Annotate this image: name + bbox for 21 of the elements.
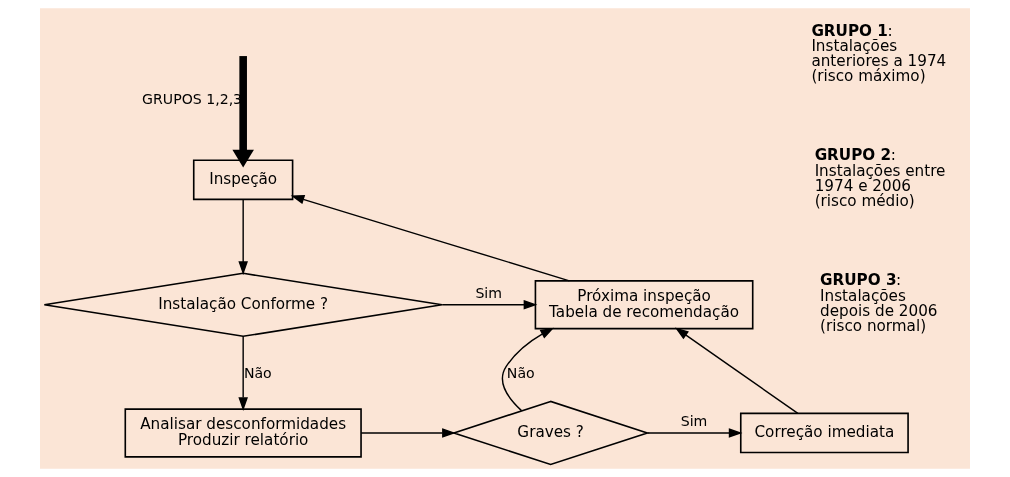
edge-label: Sim <box>475 284 503 301</box>
arrow <box>238 335 248 411</box>
edge-label: Sim <box>680 412 708 429</box>
node-box: Próxima inspeção Tabela de recomendação <box>534 280 754 330</box>
node-box: Correção imediata <box>739 412 909 454</box>
arrow <box>501 327 555 412</box>
arrow <box>441 299 538 310</box>
arrow <box>290 194 571 282</box>
arrow <box>360 428 456 438</box>
label: GRUPO 3: Instalações depois de 2006 (risco normal) <box>820 271 938 336</box>
node-diamond: Graves ? <box>451 400 650 466</box>
label: GRUPO 1: Instalações anteriores a 1974 (risco máximo) <box>811 21 947 86</box>
edge-label: Não <box>243 365 272 381</box>
arrow <box>646 428 743 438</box>
node-box: Inspeção <box>192 159 294 201</box>
label: GRUPO 2: Instalações entre 1974 e 2006 (risco médio) <box>814 146 946 211</box>
edge-label: Não <box>506 365 535 381</box>
node-diamond: Instalação Conforme ? <box>43 272 443 338</box>
arrow <box>674 327 799 415</box>
node-box: Analisar desconformidades Produzir relatório <box>124 408 362 458</box>
arrow <box>238 198 248 276</box>
